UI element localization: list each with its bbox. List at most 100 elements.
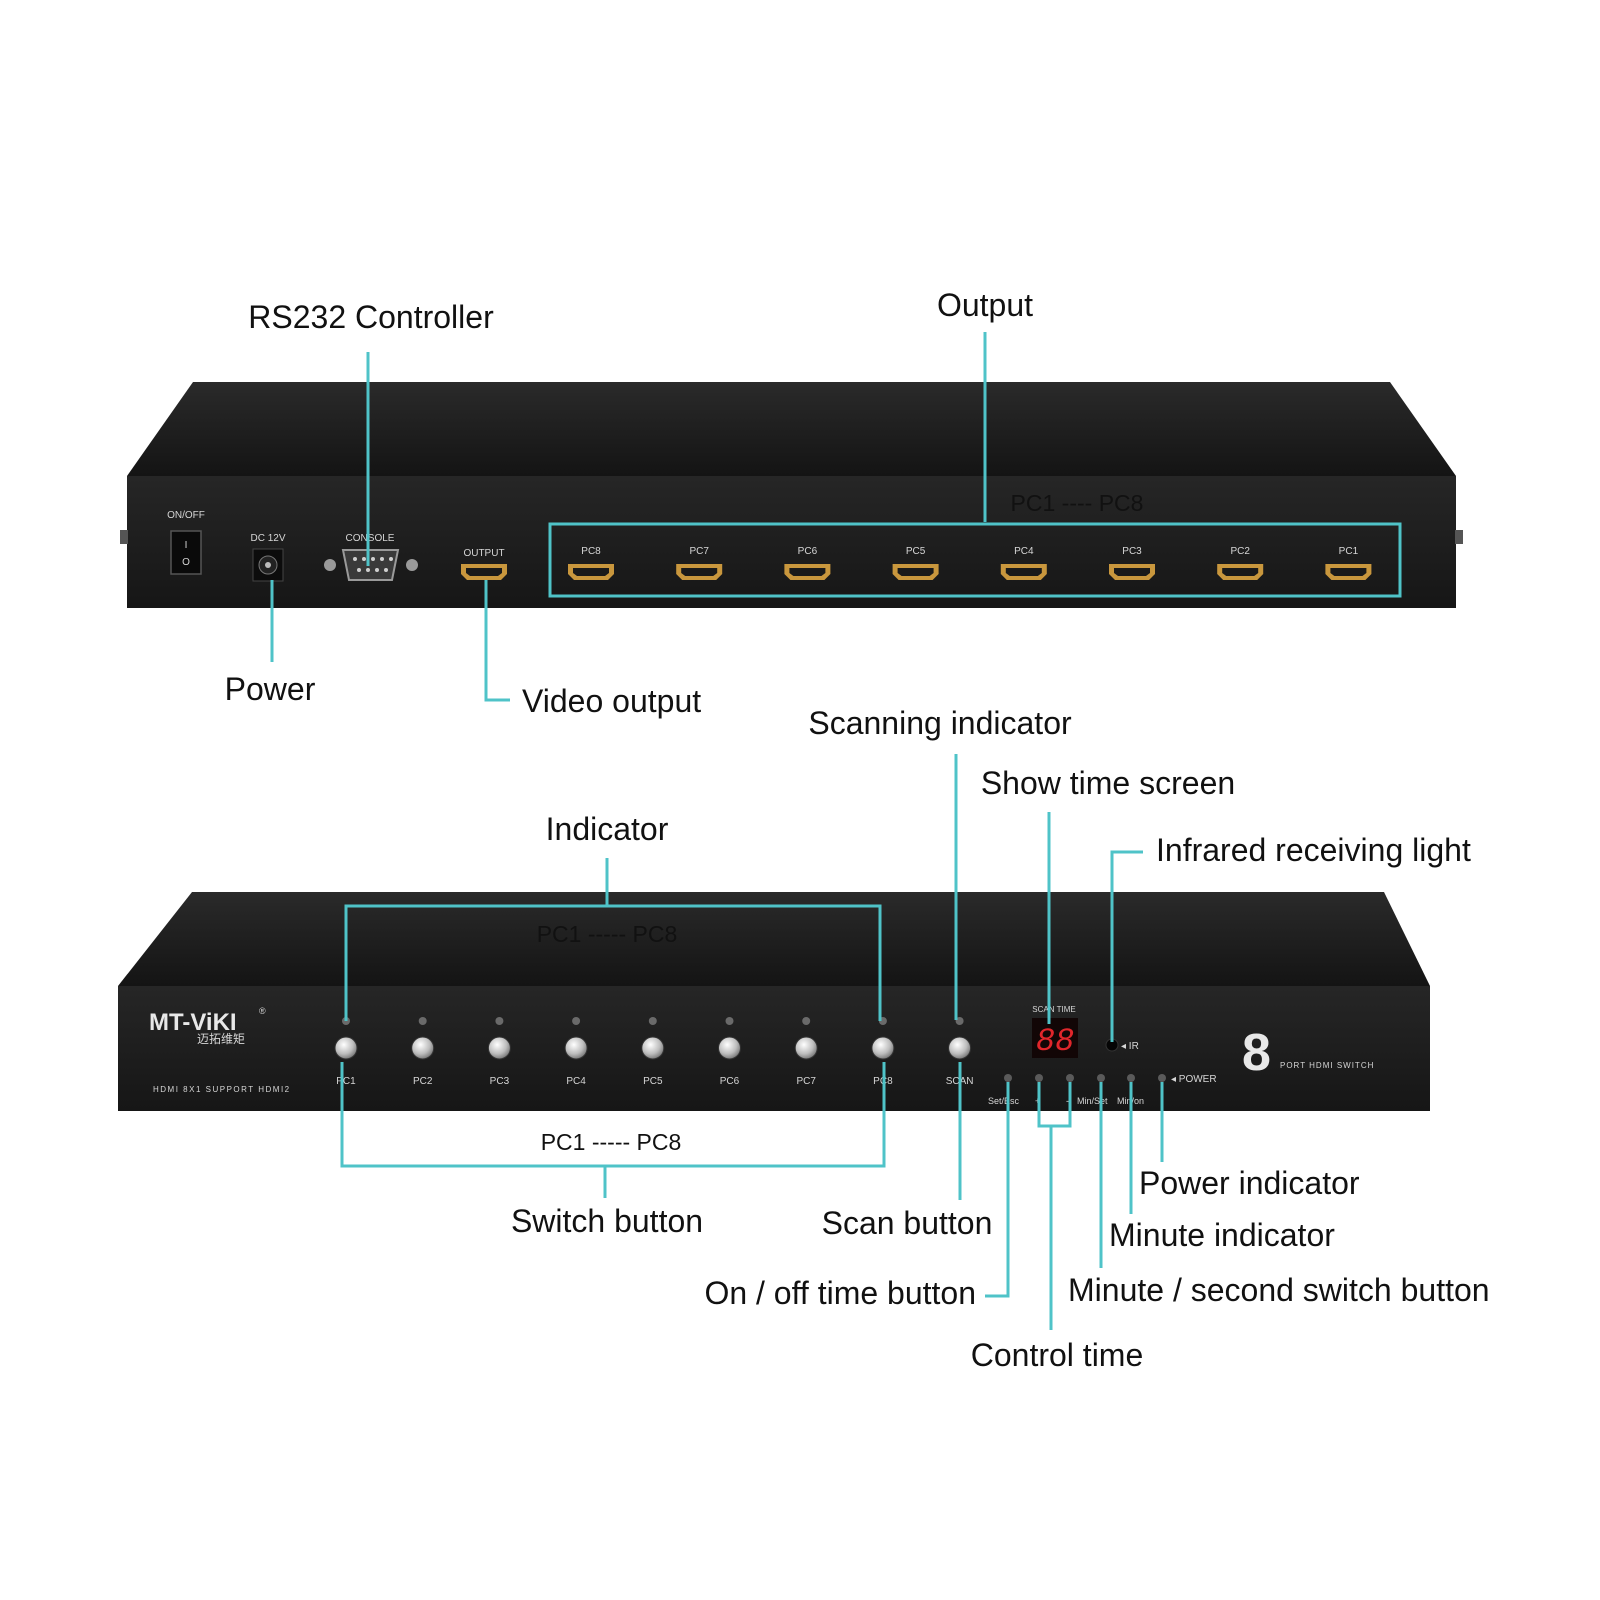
hdmi-connector-slot bbox=[1114, 568, 1150, 576]
rs232-console-port[interactable] bbox=[324, 549, 418, 581]
hdmi-input-ports: PC8 PC7 PC6 PC5 PC4 PC3 PC2 PC1 bbox=[568, 546, 1372, 580]
hdmi-input-port-pc8[interactable]: PC8 bbox=[568, 546, 614, 580]
push-button[interactable] bbox=[641, 1036, 665, 1060]
hdmi-input-label: PC2 bbox=[1230, 546, 1250, 557]
hdmi-input-label: PC1 bbox=[1339, 546, 1359, 557]
callout-infrared: Infrared receiving light bbox=[1156, 832, 1471, 868]
front-unit: MT-ViKI ® 迈拓维矩 HDMI 8X1 SUPPORT HDMI2 PC… bbox=[118, 892, 1430, 1111]
switch-button-pc4[interactable]: PC4 bbox=[564, 1017, 588, 1087]
indicator-led bbox=[802, 1017, 811, 1025]
hdmi-connector-slot bbox=[1222, 568, 1259, 576]
dc-power-jack[interactable] bbox=[252, 548, 284, 582]
push-button[interactable] bbox=[411, 1036, 435, 1060]
callout-power: Power bbox=[225, 671, 316, 707]
switch-button-label: PC6 bbox=[720, 1076, 740, 1087]
callout-minute-second: Minute / second switch button bbox=[1068, 1272, 1490, 1308]
callout-pc-range-top: PC1 ----- PC8 bbox=[537, 921, 678, 947]
hdmi-input-port-pc3[interactable]: PC3 bbox=[1109, 546, 1155, 580]
hdmi-input-port-pc4[interactable]: PC4 bbox=[1000, 546, 1047, 580]
switch-button-pc2[interactable]: PC2 bbox=[411, 1017, 435, 1087]
leader-infrared bbox=[1110, 850, 1143, 1042]
hdmi-input-label: PC5 bbox=[906, 546, 926, 557]
callout-control-time: Control time bbox=[971, 1337, 1144, 1373]
push-button[interactable] bbox=[487, 1036, 511, 1060]
power-indicator-led bbox=[1158, 1074, 1166, 1082]
power-switch[interactable]: I O bbox=[170, 530, 202, 575]
hdmi-connector-slot bbox=[1005, 568, 1042, 576]
rear-face bbox=[127, 476, 1456, 608]
switch-button-label: PC2 bbox=[413, 1076, 433, 1087]
switch-button-label: PC7 bbox=[796, 1076, 816, 1087]
hdmi-input-port-pc2[interactable]: PC2 bbox=[1217, 546, 1264, 580]
on-off-time-button[interactable] bbox=[1004, 1074, 1012, 1082]
port-switch-label: PORT HDMI SWITCH bbox=[1280, 1061, 1374, 1070]
callout-pc-range-rear: PC1 ---- PC8 bbox=[1011, 490, 1144, 516]
switch-button-pc6[interactable]: PC6 bbox=[718, 1017, 741, 1087]
minute-second-switch-button[interactable] bbox=[1097, 1074, 1105, 1082]
switch-button-pc7[interactable]: PC7 bbox=[794, 1017, 818, 1087]
leader-control-time-bracket bbox=[1037, 1082, 1072, 1128]
front-face bbox=[118, 986, 1430, 1111]
switch-button-label: PC5 bbox=[643, 1076, 663, 1087]
brand-registered-mark: ® bbox=[259, 1006, 266, 1016]
hdmi-input-port-pc7[interactable]: PC7 bbox=[676, 546, 723, 580]
callout-labels: RS232 Controller Output PC1 ---- PC8 Pow… bbox=[225, 287, 1490, 1373]
leader-indicator-bracket bbox=[344, 904, 882, 1021]
switch-button-label: PC4 bbox=[566, 1076, 586, 1087]
hdmi-input-label: PC6 bbox=[798, 546, 818, 557]
port-count: 8 bbox=[1242, 1024, 1271, 1082]
time-display: 88 bbox=[1032, 1018, 1078, 1060]
push-button[interactable] bbox=[564, 1036, 588, 1060]
switch-button-pc1[interactable]: PC1 bbox=[334, 1017, 358, 1087]
callout-switch-button: Switch button bbox=[511, 1203, 703, 1239]
callout-show-time-screen: Show time screen bbox=[981, 765, 1235, 801]
push-button[interactable] bbox=[718, 1036, 741, 1060]
leader-switch-bracket bbox=[340, 1062, 886, 1168]
hdmi-connector-slot bbox=[573, 568, 609, 576]
model-line: HDMI 8X1 SUPPORT HDMI2 bbox=[153, 1085, 291, 1094]
hdmi-input-port-pc1[interactable]: PC1 bbox=[1325, 546, 1372, 580]
push-button[interactable] bbox=[794, 1036, 818, 1060]
switch-button-label: PC3 bbox=[490, 1076, 510, 1087]
dc-label: DC 12V bbox=[250, 533, 285, 544]
push-button[interactable] bbox=[334, 1036, 358, 1060]
hdmi-connector-slot bbox=[681, 568, 718, 576]
rear-unit: ON/OFF I O DC 12V CONSOLE OUTPUT bbox=[120, 382, 1463, 608]
time-display-digits: 88 bbox=[1036, 1023, 1074, 1060]
hdmi-input-label: PC8 bbox=[581, 546, 601, 557]
switch-button-pc5[interactable]: PC5 bbox=[641, 1017, 665, 1087]
indicator-led bbox=[955, 1017, 964, 1025]
scan-time-label: SCAN TIME bbox=[1032, 1005, 1075, 1014]
hdmi-input-label: PC7 bbox=[689, 546, 709, 557]
callout-output: Output bbox=[937, 287, 1033, 323]
hdmi-input-port-pc5[interactable]: PC5 bbox=[892, 546, 939, 580]
minus-label: - bbox=[1066, 1096, 1069, 1106]
on-off-label: ON/OFF bbox=[167, 510, 205, 521]
callout-indicator: Indicator bbox=[546, 811, 669, 847]
switch-button-label: PC1 bbox=[336, 1076, 356, 1087]
hdmi-connector-slot bbox=[1330, 568, 1367, 576]
output-port-label: OUTPUT bbox=[463, 548, 504, 559]
power-label: ◂ POWER bbox=[1171, 1074, 1217, 1085]
leader-output-box bbox=[548, 522, 1402, 598]
rear-top-surface bbox=[127, 382, 1456, 476]
ir-label: ◂ IR bbox=[1121, 1041, 1139, 1052]
hdmi-input-port-pc6[interactable]: PC6 bbox=[784, 546, 831, 580]
hdmi-input-label: PC4 bbox=[1014, 546, 1034, 557]
brand-logo: MT-ViKI bbox=[149, 1009, 237, 1036]
min-set-label: Min/Set bbox=[1077, 1096, 1108, 1106]
time-minus-button[interactable] bbox=[1066, 1074, 1074, 1082]
push-button[interactable] bbox=[948, 1036, 972, 1060]
minute-indicator-led bbox=[1127, 1074, 1135, 1082]
callout-rs232: RS232 Controller bbox=[248, 299, 494, 335]
push-button[interactable] bbox=[871, 1036, 895, 1060]
hdmi-output-port[interactable] bbox=[461, 564, 507, 580]
switch-button-pc3[interactable]: PC3 bbox=[487, 1017, 511, 1087]
time-plus-button[interactable] bbox=[1035, 1074, 1043, 1082]
callout-scanning-indicator: Scanning indicator bbox=[808, 705, 1072, 741]
console-label: CONSOLE bbox=[346, 533, 395, 544]
callout-video-output: Video output bbox=[522, 683, 701, 719]
brand-cn: 迈拓维矩 bbox=[197, 1032, 245, 1046]
set-esc-label: Set/Esc bbox=[988, 1096, 1020, 1106]
